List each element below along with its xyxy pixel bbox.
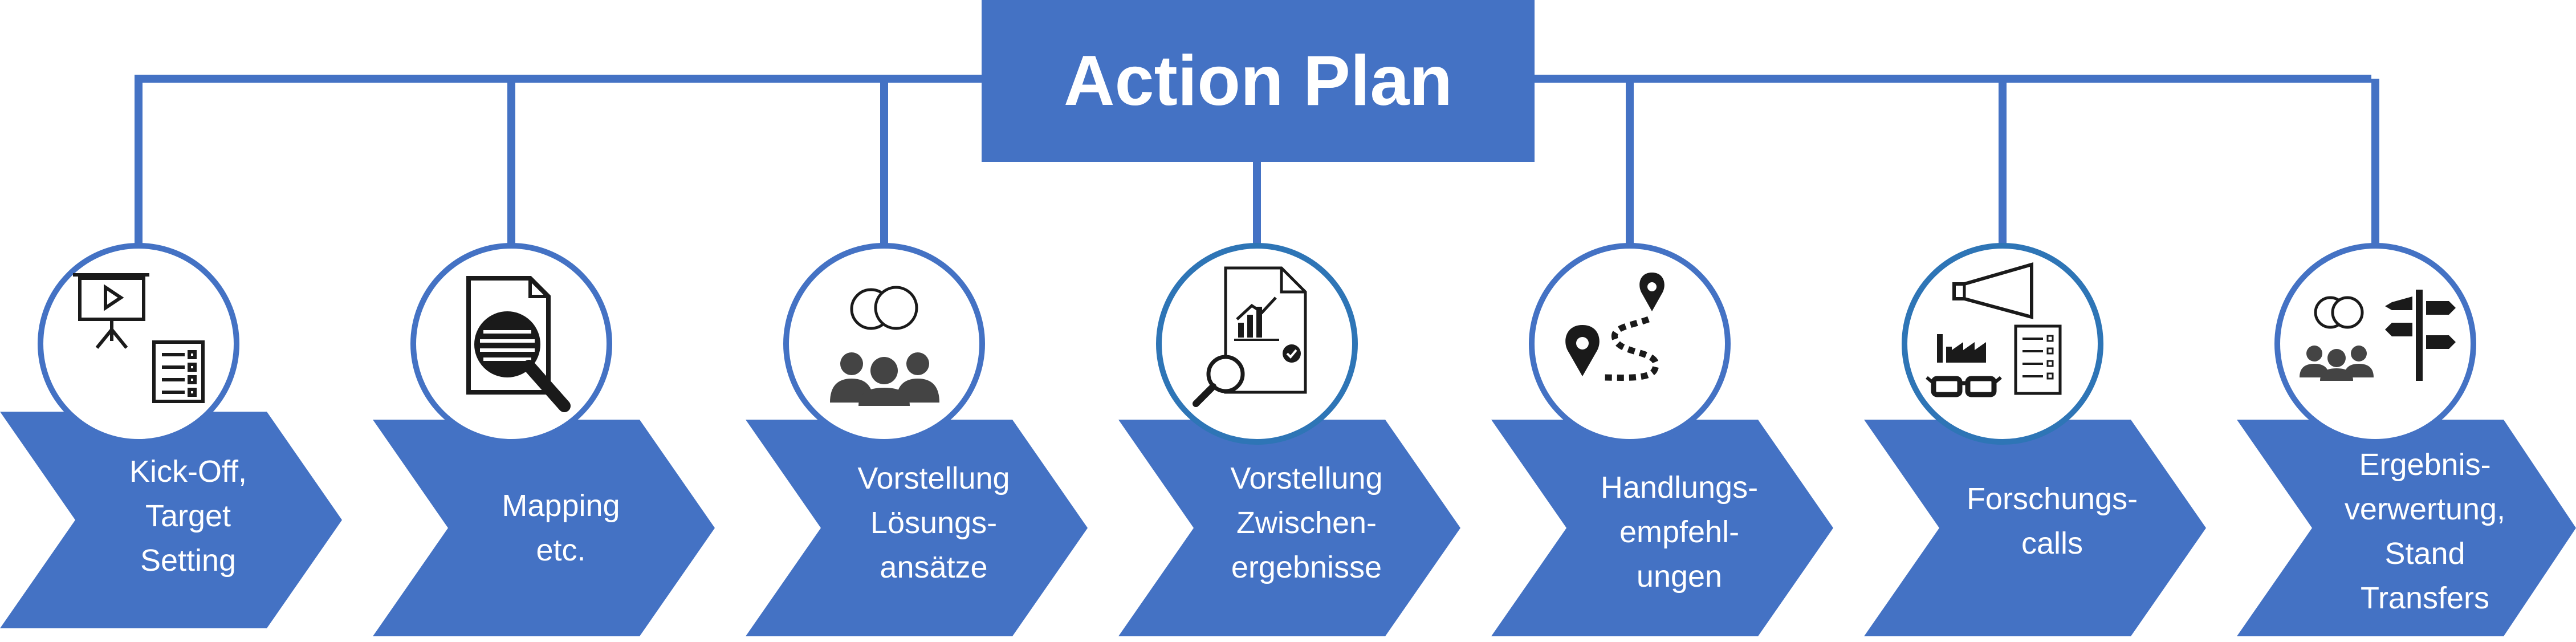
step-label-1: Kick-Off, Target Setting (129, 454, 247, 578)
circle-step-7 (2274, 243, 2476, 445)
circle-step-5 (1529, 243, 1731, 445)
chevron-step-2 (373, 420, 715, 636)
step-label-6: Forschungs- calls (1966, 482, 2138, 560)
document-with-magnifier-icon (466, 276, 571, 412)
route-with-map-pins-icon (1565, 273, 1665, 381)
chevron-step-4 (1118, 420, 1460, 636)
step-label-5: Handlungs- empfehl- ungen (1600, 470, 1759, 594)
step-label-4: Vorstellung Zwischen- ergebnisse (1230, 461, 1383, 584)
megaphone-factory-glasses-icon (1926, 262, 2062, 397)
title-box: Action Plan (982, 0, 1535, 162)
chevron-step-3 (746, 420, 1088, 636)
step-label-2: Mapping etc. (502, 489, 620, 567)
chevrons (0, 412, 2576, 636)
circle-step-6 (1902, 243, 2103, 445)
chevron-step-1 (0, 412, 342, 628)
step-label-3: Vorstellung Lösungs- ansätze (857, 461, 1010, 584)
presentation-board-with-checklist-icon (73, 273, 205, 403)
circle-step-3 (783, 243, 985, 445)
page-title: Action Plan (1063, 42, 1453, 120)
step-label-7: Ergebnis- verwertung, Stand Transfers (2344, 448, 2506, 615)
people-with-speech-bubbles-icon (830, 286, 939, 406)
report-chart-with-magnifier-icon (1193, 266, 1307, 407)
chevron-step-6 (1864, 420, 2206, 636)
chevron-step-5 (1491, 420, 1833, 636)
chevron-step-7 (2237, 420, 2576, 636)
people-with-signpost-icon (2300, 290, 2456, 381)
